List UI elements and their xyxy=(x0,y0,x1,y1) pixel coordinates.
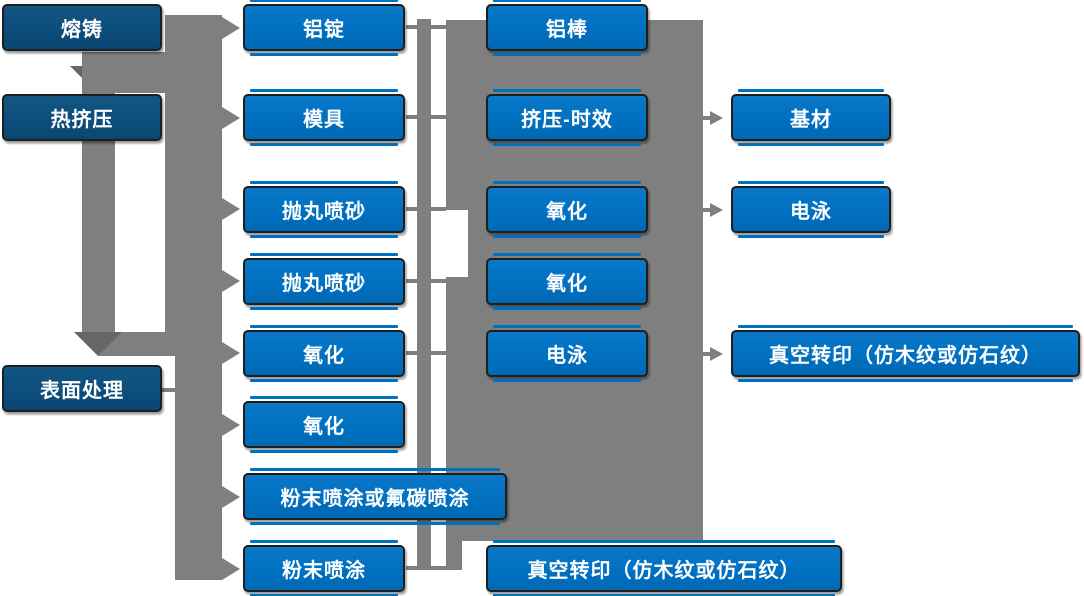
node-oxidation-col3-2-label: 氧化 xyxy=(546,273,588,295)
node-melt-cast: 熔铸 xyxy=(2,4,162,51)
node-vacuum-transfer-col3-label: 真空转印（仿木纹或仿石纹） xyxy=(527,560,801,582)
tick-row-shot-blast-2 xyxy=(406,279,450,283)
node-electrophoresis-col3: 电泳 xyxy=(486,325,648,382)
node-vacuum-transfer-col3: 真空转印（仿木纹或仿石纹） xyxy=(486,540,842,596)
node-shot-blast-1-label: 抛丸喷砂 xyxy=(282,201,366,223)
node-oxidation-col3-1: 氧化 xyxy=(486,181,648,238)
band-notch xyxy=(446,210,468,277)
arrow-to-powder-coating-icon xyxy=(222,558,240,580)
node-shot-blast-1: 抛丸喷砂 xyxy=(243,181,405,238)
node-electrophoresis-col4: 电泳 xyxy=(731,181,891,238)
arrow-to-shot-blast-2-icon xyxy=(222,270,240,292)
tick-row-al-ingot xyxy=(406,25,450,29)
trunk-column3-band-extension xyxy=(446,541,462,570)
stem-to-electrophoresis xyxy=(700,208,712,212)
node-shot-blast-2-label: 抛丸喷砂 xyxy=(282,273,366,295)
node-base-material: 基材 xyxy=(731,89,891,146)
node-extrusion-aging-label: 挤压-时效 xyxy=(521,109,613,131)
node-powder-coating-label: 粉末喷涂 xyxy=(282,560,366,582)
arrow-to-vacuum-transfer-icon xyxy=(710,347,723,361)
tick-row-oxidation xyxy=(406,351,450,355)
node-mold-label: 模具 xyxy=(303,109,345,131)
trunk-left-upper xyxy=(165,15,222,340)
stem-to-base-material xyxy=(700,116,712,120)
arrow-to-oxidation-2-icon xyxy=(222,414,240,436)
arrow-to-mold-icon xyxy=(222,107,240,129)
arrow-to-shot-blast-1-icon xyxy=(222,198,240,220)
tick-row-mold xyxy=(406,115,450,119)
node-powder-or-fluorocarbon: 粉末喷涂或氟碳喷涂 xyxy=(243,468,507,525)
node-melt-cast-label: 熔铸 xyxy=(61,19,103,41)
arrow-to-al-ingot-icon xyxy=(222,17,240,39)
node-hot-extrusion-label: 热挤压 xyxy=(50,109,114,131)
arrow-to-powder-fluorocarbon-icon xyxy=(222,486,240,508)
connector-surface-treatment-to-trunk xyxy=(159,388,179,392)
node-powder-or-fluorocarbon-label: 粉末喷涂或氟碳喷涂 xyxy=(280,488,470,510)
node-mold: 模具 xyxy=(243,89,405,146)
node-extrusion-aging: 挤压-时效 xyxy=(486,89,648,146)
node-electrophoresis-col3-label: 电泳 xyxy=(546,345,588,367)
arrow-to-base-material-icon xyxy=(710,111,723,125)
stem-to-vacuum-transfer xyxy=(700,352,712,356)
node-vacuum-transfer-col4-label: 真空转印（仿木纹或仿石纹） xyxy=(769,345,1042,367)
node-oxidation-col3-2: 氧化 xyxy=(486,253,648,310)
node-powder-coating: 粉末喷涂 xyxy=(243,540,405,596)
node-oxidation-col2-2-label: 氧化 xyxy=(303,416,345,438)
node-al-rod: 铝棒 xyxy=(486,0,648,56)
trunk-left-lower xyxy=(175,340,222,580)
node-al-ingot: 铝锭 xyxy=(243,0,405,56)
arrow-to-electrophoresis-icon xyxy=(710,203,723,217)
node-oxidation-col2-1-label: 氧化 xyxy=(303,345,345,367)
node-vacuum-transfer-col4: 真空转印（仿木纹或仿石纹） xyxy=(731,325,1080,382)
node-hot-extrusion: 热挤压 xyxy=(2,94,162,141)
node-oxidation-col2-2: 氧化 xyxy=(243,396,405,453)
tick-row-powder-coating xyxy=(406,566,450,570)
node-al-rod-label: 铝棒 xyxy=(546,19,588,41)
arrow-to-oxidation-1-icon xyxy=(222,342,240,364)
connector-bar-middle xyxy=(417,19,431,570)
node-al-ingot-label: 铝锭 xyxy=(303,19,345,41)
node-surface-treatment-label: 表面处理 xyxy=(40,380,124,402)
node-shot-blast-2: 抛丸喷砂 xyxy=(243,253,405,310)
tick-row-shot-blast-1 xyxy=(406,207,450,211)
node-electrophoresis-col4-label: 电泳 xyxy=(790,201,832,223)
node-oxidation-col3-1-label: 氧化 xyxy=(546,201,588,223)
node-oxidation-col2-1: 氧化 xyxy=(243,325,405,382)
node-base-material-label: 基材 xyxy=(790,109,832,131)
node-surface-treatment: 表面处理 xyxy=(2,365,162,412)
arrow-down-to-surface-treatment-icon xyxy=(74,332,122,356)
